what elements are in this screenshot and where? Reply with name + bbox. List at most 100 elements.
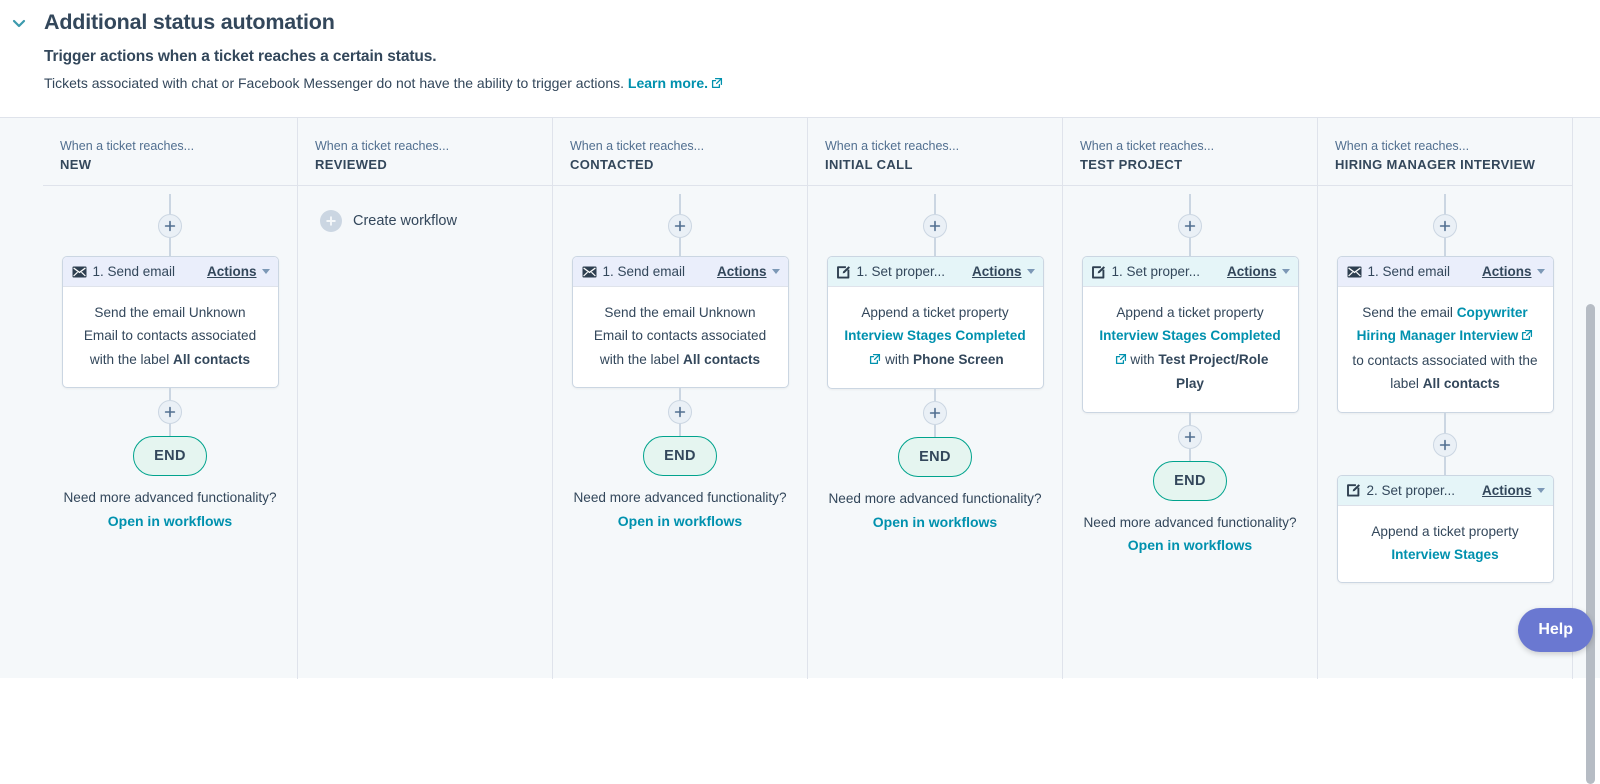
action-text: Append a ticket property — [1116, 305, 1263, 320]
action-card-title: 1. Set proper... — [1112, 264, 1221, 279]
add-action-button[interactable] — [668, 214, 692, 238]
column-status-name: HIRING MANAGER INTERVIEW — [1335, 157, 1556, 172]
add-action-button[interactable] — [158, 214, 182, 238]
actions-menu-button[interactable]: Actions — [207, 264, 270, 279]
flow-connector — [934, 194, 936, 214]
chevron-down-icon[interactable] — [6, 10, 32, 36]
status-columns: When a ticket reaches...NEW 1. Send email… — [0, 118, 1600, 679]
page-title: Additional status automation — [44, 10, 335, 36]
action-card-header: 2. Set proper... Actions — [1338, 476, 1553, 506]
chevron-down-icon — [1027, 269, 1035, 274]
description-text: Tickets associated with chat or Facebook… — [44, 75, 624, 91]
help-button[interactable]: Help — [1518, 608, 1593, 652]
action-card-title: 2. Set proper... — [1367, 483, 1476, 498]
open-in-workflows-link[interactable]: Open in workflows — [553, 513, 807, 529]
flow-connector — [1189, 194, 1191, 214]
add-action-button[interactable] — [1178, 425, 1202, 449]
open-in-workflows-link[interactable]: Open in workflows — [43, 513, 297, 529]
flow-connector — [1189, 449, 1191, 461]
flow-connector — [934, 425, 936, 437]
chevron-down-icon — [1537, 488, 1545, 493]
page-header: Additional status automation Trigger act… — [0, 0, 1600, 94]
intro-block: Trigger actions when a ticket reaches a … — [0, 36, 1600, 94]
advanced-functionality-note: Need more advanced functionality? — [553, 488, 807, 508]
add-action-button[interactable] — [1433, 433, 1457, 457]
action-card-header: 1. Set proper... Actions — [1083, 257, 1298, 287]
flow-connector — [679, 194, 681, 214]
action-card-body: Append a ticket property Interview Stage… — [828, 287, 1043, 388]
chevron-down-icon — [262, 269, 270, 274]
envelope-icon — [582, 266, 597, 278]
add-action-button[interactable] — [1433, 214, 1457, 238]
chevron-down-icon — [772, 269, 780, 274]
edit-property-icon — [1347, 483, 1361, 497]
section-subtitle: Trigger actions when a ticket reaches a … — [44, 48, 1600, 66]
column-header: When a ticket reaches...TEST PROJECT — [1063, 118, 1317, 186]
open-in-workflows-link[interactable]: Open in workflows — [808, 514, 1062, 530]
column-header: When a ticket reaches...CONTACTED — [553, 118, 807, 186]
open-in-workflows-link[interactable]: Open in workflows — [1063, 537, 1317, 553]
vertical-scrollbar[interactable] — [1586, 304, 1595, 784]
external-link-icon — [711, 75, 723, 94]
title-row: Additional status automation — [0, 10, 1600, 36]
flow-connector — [1444, 413, 1446, 433]
plus-circle-icon — [320, 210, 342, 232]
create-workflow-button[interactable]: Create workflow — [298, 194, 552, 232]
add-action-button[interactable] — [923, 214, 947, 238]
add-action-button[interactable] — [1178, 214, 1202, 238]
end-badge: END — [1153, 461, 1227, 501]
add-action-button[interactable] — [158, 400, 182, 424]
column-status-name: INITIAL CALL — [825, 157, 1046, 172]
column-header: When a ticket reaches...NEW — [43, 118, 297, 186]
end-badge: END — [133, 436, 207, 476]
scrollbar-thumb[interactable] — [1586, 304, 1595, 784]
learn-more-link[interactable]: Learn more. — [628, 75, 708, 91]
column-header: When a ticket reaches...HIRING MANAGER I… — [1318, 118, 1572, 186]
advanced-functionality-note: Need more advanced functionality? — [43, 488, 297, 508]
end-badge: END — [898, 437, 972, 477]
actions-menu-button[interactable]: Actions — [1482, 483, 1545, 498]
action-value: Test Project/Role Play — [1158, 352, 1268, 391]
actions-menu-button[interactable]: Actions — [972, 264, 1035, 279]
action-text: with — [881, 352, 913, 367]
add-action-button[interactable] — [668, 400, 692, 424]
flow-connector — [169, 424, 171, 436]
action-card-body: Send the email Unknown Email to contacts… — [63, 287, 278, 387]
property-link[interactable]: Interview Stages Completed — [1099, 328, 1280, 343]
action-card-header: 1. Send email Actions — [1338, 257, 1553, 287]
status-column: When a ticket reaches...HIRING MANAGER I… — [1318, 118, 1573, 679]
action-card-header: 1. Send email Actions — [573, 257, 788, 287]
action-card-title: 1. Send email — [1368, 264, 1476, 279]
property-link[interactable]: Interview Stages — [1391, 547, 1498, 562]
actions-menu-button[interactable]: Actions — [717, 264, 780, 279]
action-card-body: Append a ticket property Interview Stage… — [1083, 287, 1298, 412]
flow-connector — [679, 238, 681, 256]
column-trigger-label: When a ticket reaches... — [60, 138, 281, 154]
action-text: with — [1127, 352, 1159, 367]
flow-connector — [1189, 238, 1191, 256]
actions-menu-button[interactable]: Actions — [1482, 264, 1545, 279]
column-status-name: CONTACTED — [570, 157, 791, 172]
flow-connector — [169, 388, 171, 400]
property-link[interactable]: Interview Stages Completed — [844, 328, 1025, 343]
external-link-icon[interactable] — [869, 349, 881, 372]
action-card-title: 1. Send email — [603, 264, 711, 279]
action-text: Send the email — [1362, 305, 1456, 320]
add-action-button[interactable] — [923, 401, 947, 425]
actions-menu-button[interactable]: Actions — [1227, 264, 1290, 279]
external-link-icon[interactable] — [1521, 325, 1533, 348]
external-link-icon[interactable] — [1115, 349, 1127, 372]
end-badge: END — [643, 436, 717, 476]
